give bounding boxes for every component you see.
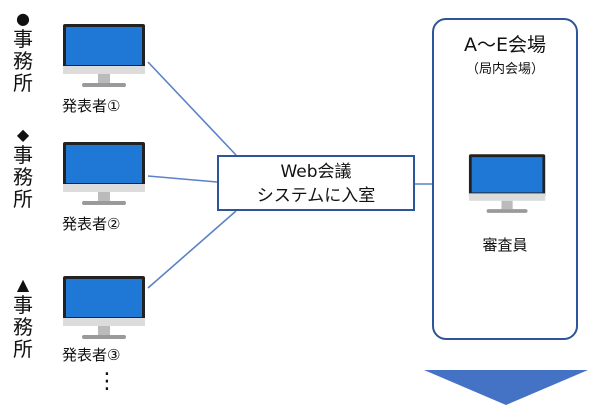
line-presenter2-to-web bbox=[147, 175, 218, 183]
venue-box: A～E会場 （局内会場） 審査員 bbox=[432, 18, 578, 340]
triangle-marker-icon: ▲ bbox=[16, 275, 30, 294]
web-conference-box: Web会議 システムに入室 bbox=[217, 155, 415, 211]
computer-icon bbox=[62, 276, 148, 346]
web-conference-line1: Web会議 bbox=[280, 162, 352, 182]
computer-icon bbox=[62, 24, 148, 94]
down-arrow bbox=[424, 370, 588, 405]
reviewer-label: 審査員 bbox=[482, 236, 528, 254]
office-label-3: ▲ 事 務 所 bbox=[8, 275, 38, 361]
office-label-2: ◆ 事 務 所 bbox=[8, 125, 38, 211]
computer-icon bbox=[62, 142, 148, 212]
line-presenter1-to-web bbox=[147, 61, 237, 156]
continuation-dots: ⋮ bbox=[96, 369, 118, 394]
venue-subtitle: （局内会場） bbox=[465, 62, 544, 77]
computer-icon bbox=[468, 154, 548, 220]
circle-marker-icon: ● bbox=[16, 9, 30, 28]
line-presenter3-to-web bbox=[147, 210, 237, 289]
presenter-label-1: 発表者① bbox=[62, 97, 121, 115]
diamond-marker-icon: ◆ bbox=[16, 125, 30, 144]
office-label-1: ● 事 務 所 bbox=[8, 9, 38, 95]
presenter-label-3: 発表者③ bbox=[62, 346, 121, 364]
presenter-label-2: 発表者② bbox=[62, 215, 121, 233]
venue-title: A～E会場 bbox=[463, 34, 546, 56]
web-conference-line2: システムに入室 bbox=[256, 186, 376, 206]
